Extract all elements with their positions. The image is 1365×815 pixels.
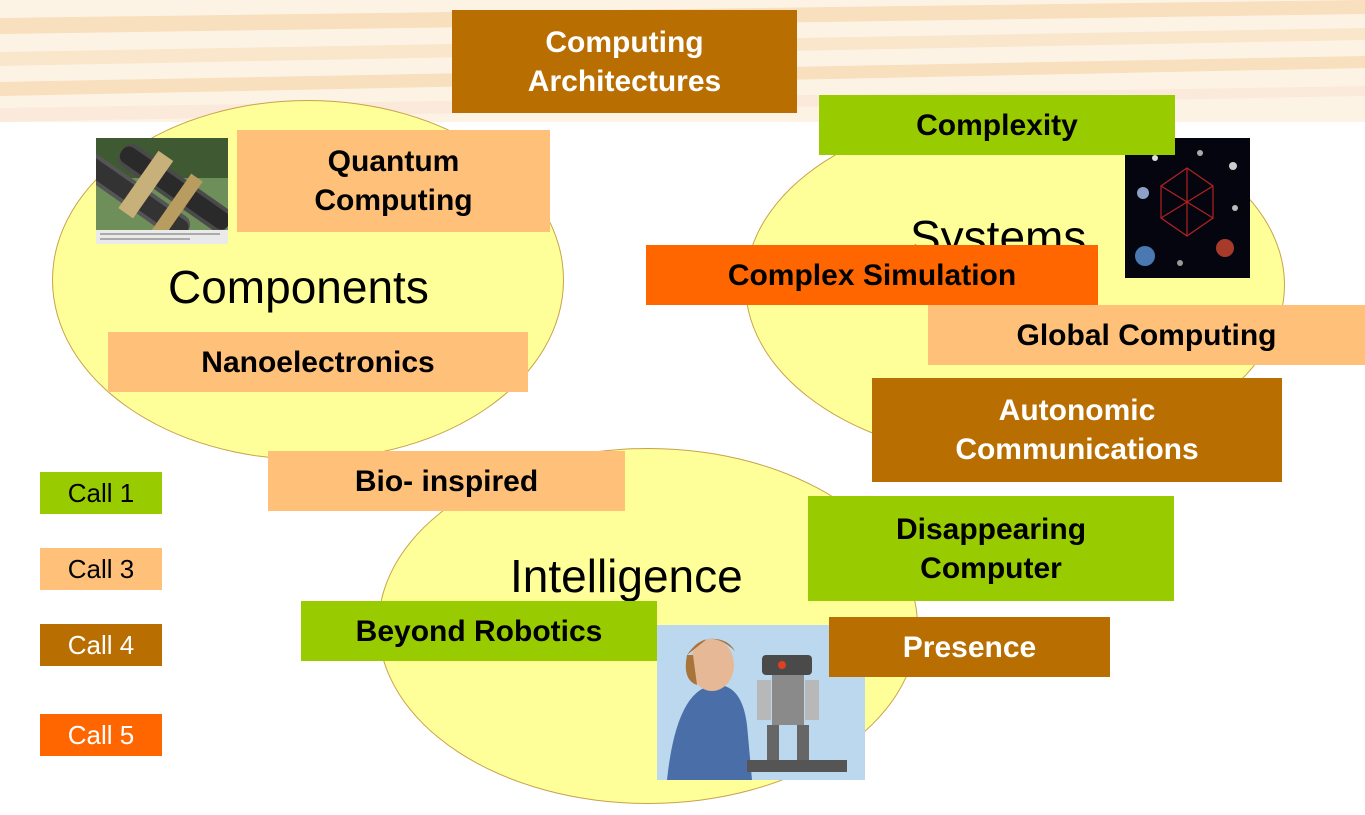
components-label: Components xyxy=(168,261,429,313)
quantum-device-photo xyxy=(96,138,228,244)
legend-call-4: Call 4 xyxy=(40,624,162,666)
autonomic-communications-box: Autonomic Communications xyxy=(872,378,1282,482)
computing-architectures-box: Computing Architectures xyxy=(452,10,797,113)
network-space-image xyxy=(1125,138,1250,278)
disappearing-computer-box: Disappearing Computer xyxy=(808,496,1174,601)
intelligence-label: Intelligence xyxy=(510,550,743,602)
complex-simulation-box: Complex Simulation xyxy=(646,245,1098,305)
legend-call-5: Call 5 xyxy=(40,714,162,756)
beyond-robotics-box: Beyond Robotics xyxy=(301,601,657,661)
quantum-computing-box: Quantum Computing xyxy=(237,130,550,232)
legend-call-3: Call 3 xyxy=(40,548,162,590)
global-computing-box: Global Computing xyxy=(928,305,1365,365)
complexity-box: Complexity xyxy=(819,95,1175,155)
presence-box: Presence xyxy=(829,617,1110,677)
bio-inspired-box: Bio- inspired xyxy=(268,451,625,511)
nanoelectronics-box: Nanoelectronics xyxy=(108,332,528,392)
legend-call-1: Call 1 xyxy=(40,472,162,514)
